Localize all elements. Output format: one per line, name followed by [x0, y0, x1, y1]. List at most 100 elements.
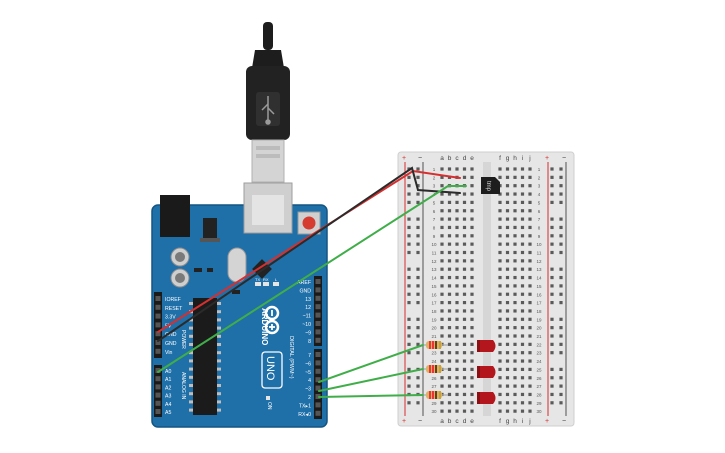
row-label-right-14: 14 — [536, 276, 542, 281]
digital-pin-label-top-2: 13 — [305, 297, 311, 303]
row-label-left-26: 26 — [431, 376, 437, 381]
row-label-right-20: 20 — [536, 326, 542, 331]
row-label-left-16: 16 — [431, 292, 437, 297]
temperature-sensor[interactable]: tmp — [481, 177, 500, 194]
wire-pin3-green[interactable] — [318, 368, 424, 392]
power-pin-label-1: RESET — [165, 306, 183, 312]
breadboard-holes — [407, 167, 563, 413]
rail-plus-right-top: + — [545, 155, 549, 162]
rail-plus-right-bottom: + — [545, 418, 549, 425]
row-label-left-21: 21 — [431, 334, 437, 339]
analog-pin-label-0: A0 — [165, 369, 171, 375]
crystal — [227, 247, 247, 283]
chip-pins — [189, 302, 221, 412]
row-label-right-17: 17 — [536, 301, 542, 306]
led-1[interactable] — [477, 340, 496, 352]
digital-pin-label-top-4: ~11 — [303, 314, 312, 320]
column-label-j-top: j — [528, 155, 530, 162]
row-label-left-11: 11 — [432, 251, 437, 256]
column-label-h-top: h — [513, 155, 517, 162]
column-label-b-top: b — [448, 155, 452, 162]
row-label-left-7: 7 — [433, 217, 436, 222]
column-label-a-top: a — [440, 155, 444, 162]
row-label-left-6: 6 — [433, 209, 436, 214]
digital-pin-label-top-0: AREF — [297, 280, 311, 286]
row-label-right-22: 22 — [536, 342, 542, 347]
row-label-left-30: 30 — [431, 409, 437, 414]
wire-pin2-green[interactable] — [318, 394, 424, 398]
brand-label: ARDUINO — [260, 308, 269, 345]
row-label-left-1: 1 — [433, 167, 436, 172]
led-2[interactable] — [477, 366, 496, 378]
analog-header — [154, 365, 162, 417]
row-label-right-18: 18 — [536, 309, 542, 314]
rx-label: RX — [263, 277, 269, 282]
digital-pin-label-bottom-1: ~6 — [305, 361, 311, 367]
on-label: ON — [266, 402, 272, 410]
power-pin-label-5: GND — [165, 341, 177, 347]
row-label-left-2: 2 — [433, 175, 436, 180]
arduino-logo — [264, 305, 280, 335]
row-label-left-23: 23 — [431, 351, 437, 356]
analog-label: ANALOG IN — [180, 372, 186, 400]
uno-badge — [261, 351, 283, 389]
column-label-h-bottom: h — [513, 418, 517, 425]
row-label-right-19: 19 — [536, 317, 542, 322]
row-label-right-23: 23 — [536, 351, 542, 356]
column-label-d-top: d — [463, 155, 467, 162]
digital-pin-label-bottom-7: RX◂0 — [298, 412, 311, 418]
power-pin-label-4: GND — [165, 332, 177, 338]
row-label-right-4: 4 — [538, 192, 541, 197]
rail-plus-left-bottom: + — [402, 418, 406, 425]
row-label-left-15: 15 — [431, 284, 437, 289]
row-label-right-6: 6 — [538, 209, 541, 214]
row-label-left-18: 18 — [431, 309, 437, 314]
row-label-right-2: 2 — [538, 175, 541, 180]
digital-pin-label-top-6: ~9 — [305, 330, 311, 336]
column-label-i-top: i — [522, 155, 523, 162]
usb-icon — [261, 96, 275, 125]
digital-pin-label-top-5: ~10 — [302, 322, 311, 328]
column-label-i-bottom: i — [522, 418, 523, 425]
row-label-right-26: 26 — [536, 376, 542, 381]
column-label-c-bottom: c — [455, 418, 459, 425]
wire-a0-green[interactable] — [157, 185, 467, 373]
arduino-board[interactable]: TX RX L ARDUINO UNO ON DIGITAL (PWM~) PO… — [151, 182, 328, 428]
column-label-f-bottom: f — [499, 418, 501, 425]
power-pin-label-2: 3.3V — [165, 315, 176, 321]
resistor-3[interactable] — [422, 391, 448, 399]
column-label-e-bottom: e — [470, 418, 474, 425]
rail-minus-left-top: − — [418, 155, 422, 162]
row-label-right-9: 9 — [538, 234, 541, 239]
row-label-left-5: 5 — [433, 200, 436, 205]
column-label-j-bottom: j — [528, 418, 530, 425]
row-label-right-25: 25 — [536, 367, 542, 372]
digital-pin-label-top-1: GND — [299, 288, 311, 294]
power-pin-label-0: IOREF — [165, 297, 181, 303]
row-label-left-27: 27 — [431, 384, 437, 389]
analog-pin-label-1: A1 — [165, 377, 171, 383]
row-label-left-13: 13 — [431, 267, 437, 272]
wire-pin4-green[interactable] — [318, 344, 424, 383]
rail-minus-right-top: − — [562, 155, 566, 162]
column-label-g-top: g — [506, 155, 510, 162]
column-label-a-bottom: a — [440, 418, 444, 425]
row-label-left-29: 29 — [431, 401, 437, 406]
led-3[interactable] — [477, 392, 496, 404]
digital-pin-label-bottom-5: 2 — [308, 395, 311, 401]
usb-cable[interactable] — [246, 22, 290, 183]
row-label-left-3: 3 — [433, 184, 436, 189]
row-label-right-11: 11 — [537, 251, 542, 256]
resistor-2[interactable] — [422, 365, 448, 373]
row-label-right-12: 12 — [536, 259, 542, 264]
column-label-f-top: f — [499, 155, 501, 162]
analog-pin-label-3: A3 — [165, 394, 171, 400]
row-label-right-21: 21 — [536, 334, 542, 339]
row-label-right-28: 28 — [536, 392, 542, 397]
row-label-right-29: 29 — [536, 401, 542, 406]
resistor-1[interactable] — [422, 341, 448, 349]
digital-pin-label-bottom-6: TX▸1 — [299, 403, 311, 409]
